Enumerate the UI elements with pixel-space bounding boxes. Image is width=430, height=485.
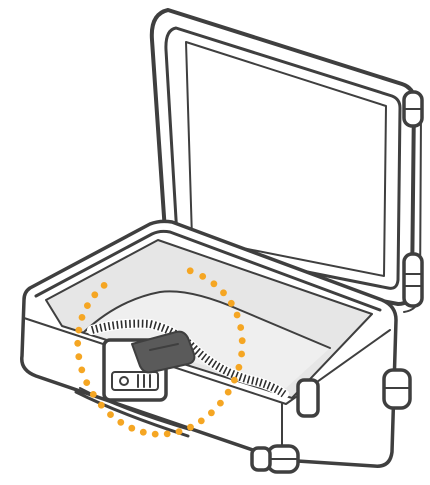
- highlight-dot: [98, 402, 105, 409]
- highlight-dot: [211, 280, 218, 287]
- spinner-wheel-icon: [404, 92, 422, 126]
- spinner-wheel-icon: [268, 446, 298, 472]
- highlight-dot: [84, 302, 91, 309]
- highlight-dot: [79, 314, 86, 321]
- highlight-dot: [75, 327, 82, 334]
- highlight-dot: [239, 337, 246, 344]
- highlight-dot: [208, 409, 215, 416]
- highlight-dot: [237, 324, 244, 331]
- highlight-dot: [225, 389, 232, 396]
- highlight-dot: [107, 411, 114, 418]
- highlight-dot: [78, 367, 85, 374]
- highlight-dot: [117, 419, 124, 426]
- highlight-dot: [140, 429, 147, 436]
- highlight-dot: [231, 377, 238, 384]
- highlight-dot: [234, 312, 241, 319]
- highlight-dot: [198, 418, 205, 425]
- highlight-dot: [75, 353, 82, 360]
- highlight-dot: [164, 431, 171, 438]
- highlight-dot: [199, 273, 206, 280]
- highlight-dot: [228, 300, 235, 307]
- spinner-wheel-icon: [384, 370, 410, 408]
- highlight-dot: [128, 425, 135, 432]
- highlight-dot: [187, 267, 194, 274]
- highlight-dot: [176, 428, 183, 435]
- spinner-wheel-icon: [252, 448, 270, 470]
- highlight-dot: [90, 391, 97, 398]
- highlight-dot: [187, 424, 194, 431]
- highlight-dot: [238, 351, 245, 358]
- highlight-dot: [83, 379, 90, 386]
- highlight-dot: [217, 400, 224, 407]
- highlight-dot: [101, 282, 108, 289]
- highlight-dot: [152, 431, 159, 438]
- side-handle-icon: [298, 380, 318, 416]
- highlight-dot: [236, 364, 243, 371]
- highlight-dot: [74, 340, 81, 347]
- suitcase-base: [22, 221, 410, 472]
- highlight-dot: [91, 291, 98, 298]
- highlight-dot: [220, 289, 227, 296]
- spinner-wheel-icon: [404, 254, 422, 306]
